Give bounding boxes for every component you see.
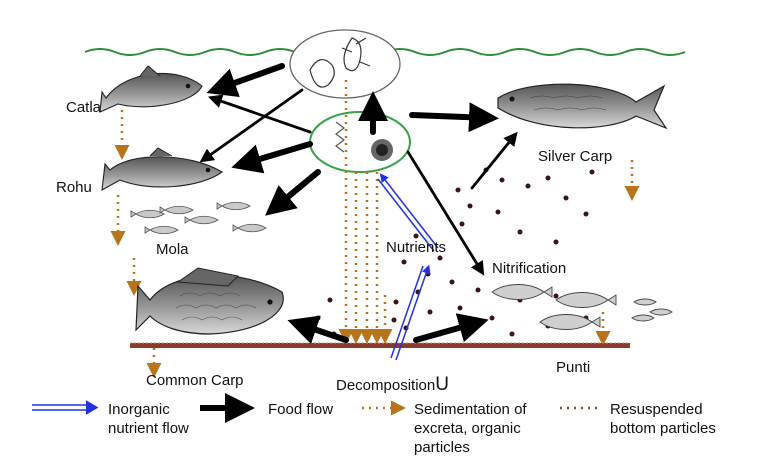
nutrient-flow-arrows <box>377 173 439 361</box>
legend: Inorganic nutrient flow Food flow Sedime… <box>32 393 716 456</box>
rohu-fish <box>101 147 224 192</box>
zooplankton-icon <box>309 37 371 88</box>
punti-label: Punti <box>556 359 590 376</box>
legend-sedimentation-line1: Sedimentation of <box>414 401 527 418</box>
common-carp-label: Common Carp <box>146 372 244 389</box>
legend-inorganic-symbol <box>32 400 99 415</box>
zooplankton-group <box>289 29 401 99</box>
nitrification-label: Nitrification <box>492 260 566 277</box>
legend-food-flow: Food flow <box>268 401 333 418</box>
phytoplankton-group <box>309 111 411 173</box>
pond-bottom <box>130 342 630 348</box>
catla-fish <box>99 65 203 113</box>
catla-label: Catla <box>66 99 102 116</box>
legend-resuspended-line1: Resuspended <box>610 401 703 418</box>
decomposition-text: Decomposition <box>336 377 435 394</box>
nutrients-label: Nutrients <box>386 239 446 256</box>
resuspended-particles <box>315 167 595 337</box>
decomposition-label: DecompositionU <box>336 374 449 395</box>
decomposition-suffix: U <box>435 374 449 395</box>
phytoplankton-icon <box>335 121 393 161</box>
punti-fish-group <box>491 284 673 330</box>
legend-resuspended-line2: bottom particles <box>610 420 716 437</box>
silver-carp-label: Silver Carp <box>538 148 612 165</box>
rohu-label: Rohu <box>56 179 92 196</box>
legend-inorganic-line1: Inorganic <box>108 401 170 418</box>
silver-carp-fish <box>497 83 668 130</box>
legend-inorganic-line2: nutrient flow <box>108 420 189 437</box>
mola-fish-group <box>130 201 267 235</box>
legend-sedimentation-line2: excreta, organic <box>414 420 521 437</box>
common-carp-fish <box>135 267 284 335</box>
sedimentation-arrows <box>110 80 640 378</box>
legend-sedimentation-line3: particles <box>414 439 470 456</box>
mola-label: Mola <box>156 241 189 258</box>
food-flow-arrows <box>199 63 518 344</box>
